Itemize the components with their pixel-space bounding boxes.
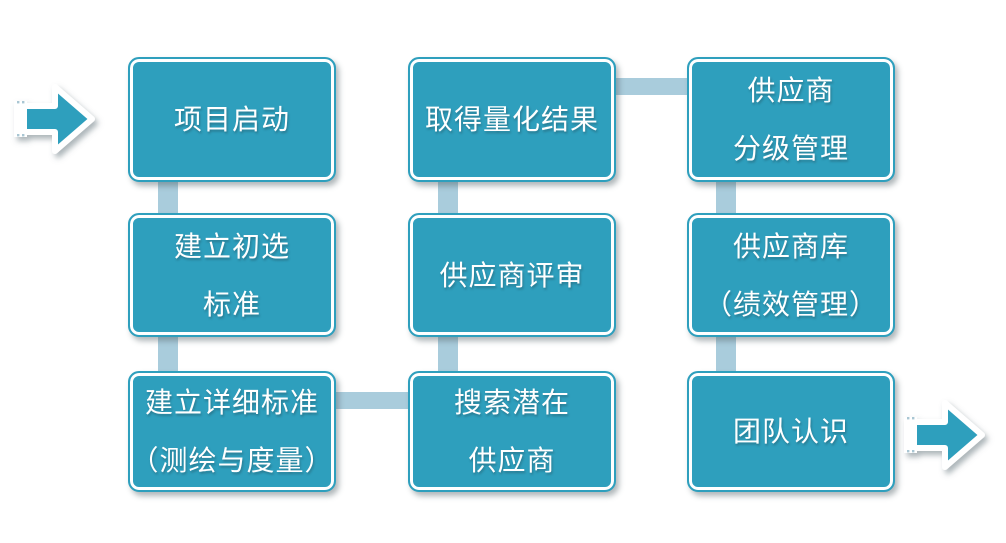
step-supplier-review: 供应商评审 bbox=[408, 213, 616, 337]
step-label-line: 供应商 bbox=[747, 75, 835, 106]
connector-col3-row2-row3 bbox=[716, 336, 736, 372]
step-label-line: 取得量化结果 bbox=[424, 104, 599, 135]
step-initial-selection-criteria: 建立初选 标准 bbox=[128, 213, 336, 337]
step-label-line: 供应商评审 bbox=[439, 259, 585, 291]
step-project-kickoff: 项目启动 bbox=[128, 57, 336, 182]
flow-out-arrow-icon bbox=[904, 400, 985, 470]
step-label-line: 供应商库 bbox=[732, 230, 849, 262]
connector-col2-row1-row2 bbox=[438, 181, 458, 214]
step-label-line: 建立初选 bbox=[173, 230, 290, 262]
step-supplier-library: 供应商库 （绩效管理） bbox=[687, 213, 895, 337]
step-supplier-grading: 供应商 分级管理 bbox=[687, 57, 895, 182]
connector-col3-row1-row2 bbox=[716, 181, 736, 214]
step-label-line: 团队认识 bbox=[732, 416, 849, 447]
step-label-line: （绩效管理） bbox=[703, 288, 878, 320]
connector-col1-row2-row3 bbox=[158, 336, 178, 372]
step-detailed-criteria: 建立详细标准 （测绘与度量） bbox=[128, 371, 336, 492]
step-team-recognition: 团队认识 bbox=[687, 371, 895, 492]
step-label-line: 建立详细标准 bbox=[144, 387, 319, 418]
step-quantified-results: 取得量化结果 bbox=[408, 57, 616, 182]
step-label-line: 分级管理 bbox=[732, 133, 849, 164]
connector-col2-row2-row3 bbox=[438, 336, 458, 372]
connector-row3-col1-col2 bbox=[336, 392, 410, 409]
connector-row1-col2-col3 bbox=[613, 78, 689, 95]
step-search-potential-suppliers: 搜索潜在 供应商 bbox=[408, 371, 616, 492]
step-label-line: （测绘与度量） bbox=[130, 445, 334, 476]
flow-in-arrow-icon bbox=[14, 84, 95, 154]
step-label-line: 项目启动 bbox=[173, 104, 290, 135]
step-label-line: 供应商 bbox=[468, 445, 556, 476]
connector-col1-row1-row2 bbox=[158, 181, 178, 214]
step-label-line: 标准 bbox=[202, 288, 261, 320]
step-label-line: 搜索潜在 bbox=[453, 387, 570, 418]
